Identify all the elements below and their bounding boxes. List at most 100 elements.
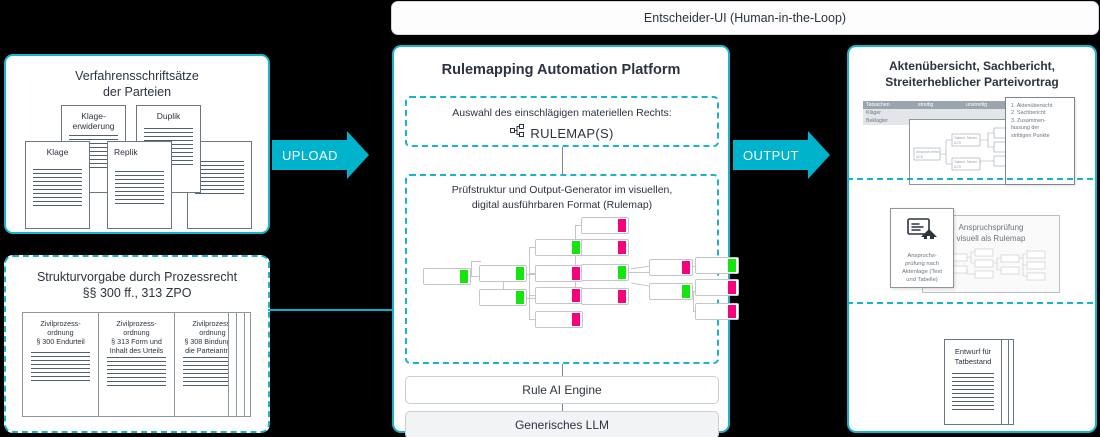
output-divider-1 (847, 178, 1093, 180)
table-header-tatsachen: Tatsachen (863, 101, 915, 109)
tree-node[interactable] (423, 268, 471, 285)
platform-panel: Rulemapping Automation Platform Auswahl … (392, 45, 739, 437)
generic-llm-box[interactable]: Generisches LLM (405, 411, 719, 437)
icon-card-caption: Anspruchs- prüfung nach Aktenlage (Text … (897, 252, 947, 284)
tree-node[interactable] (581, 264, 629, 281)
generator-box-text: Prüfstruktur und Output-Generator im vis… (407, 183, 717, 213)
selection-box-text: Auswahl des einschlägigen materiellen Re… (452, 107, 672, 119)
document-title-klage: Klage (46, 147, 69, 157)
tree-node[interactable] (649, 283, 693, 300)
document-replik[interactable]: Replik (107, 141, 172, 229)
node-stripe-green (728, 259, 736, 272)
book-edge-2 (236, 312, 245, 417)
output-arrow-head (807, 131, 830, 179)
tree-node[interactable] (535, 311, 583, 328)
tree-node[interactable] (695, 279, 739, 296)
law-panel-title: Strukturvorgabe durch Prozessrecht §§ 30… (6, 269, 268, 301)
rulemap-tree[interactable] (411, 214, 739, 354)
svg-text:ACD: ACD (954, 165, 962, 169)
node-stripe-green (460, 270, 468, 283)
tree-node[interactable] (581, 239, 629, 256)
tree-node[interactable] (695, 303, 739, 320)
output-section-1-title-line2: Streiterheblicher Parteivortrag (885, 75, 1059, 89)
book-page-lines (107, 357, 166, 386)
upload-arrow-shaft: UPLOAD (272, 140, 347, 170)
generic-llm-label: Generisches LLM (514, 418, 610, 432)
output-section-1-title-line1: Aktenübersicht, Sachbericht, (888, 59, 1056, 73)
rulemap-card-caption-line1: Anspruchsprüfung (958, 223, 1024, 232)
rule-ai-engine-label: Rule AI Engine (522, 383, 602, 397)
banner-label: Entscheider-UI (Human-in-the-Loop) (643, 11, 847, 25)
rulemap-generator-box[interactable]: Prüfstruktur und Output-Generator im vis… (405, 174, 739, 364)
rulemap-card-caption: Anspruchsprüfung visuell als Rulemap (923, 216, 1059, 244)
upload-arrow-label: UPLOAD (282, 147, 338, 163)
tatbestand-doc-stack[interactable]: Entwurf für Tatbestand (944, 339, 1016, 427)
table-header-unstreitig: unstreitig (963, 101, 1011, 109)
generator-line2: digital ausführbaren Format (Rulemap) (471, 199, 653, 211)
book-page-300[interactable]: Zivilprozess-ordnung§ 300 Endurteil (22, 312, 99, 417)
output-arrow-label: OUTPUT (743, 147, 799, 163)
tree-node[interactable] (535, 287, 583, 304)
rulemap-selection-box[interactable]: Auswahl des einschlägigen materiellen Re… (405, 96, 719, 147)
tree-node[interactable] (581, 217, 629, 234)
node-stripe-magenta (572, 267, 580, 280)
node-stripe-magenta (728, 305, 736, 318)
output-note[interactable]: 1. Aktenübersicht 2. Sachbericht 3. Zusa… (1005, 97, 1075, 185)
output-divider-2 (847, 302, 1093, 304)
table-cell-klaeger: Kläger (863, 109, 915, 117)
sitemap-icon (510, 124, 525, 142)
upload-arrow: UPLOAD (272, 131, 369, 179)
input-panel-title-line1: Verfahrensschriftsätze (75, 69, 199, 83)
rulemap-badge-label: RULEMAP(S) (530, 125, 614, 141)
icon-card-caption-line2: prüfung nach (905, 261, 939, 267)
node-stripe-magenta (618, 241, 626, 254)
input-documents-panel: Verfahrensschriftsätze der Parteien Dupl… (4, 54, 270, 234)
tatbestand-doc-title-line2: Tatbestand (954, 356, 992, 366)
tatbestand-doc-front[interactable]: Entwurf für Tatbestand (944, 339, 1002, 425)
svg-text:ACD: ACD (954, 141, 962, 145)
engine-llm-connector (562, 404, 563, 413)
document-lines (69, 135, 118, 168)
platform-title: Rulemapping Automation Platform (441, 62, 681, 78)
tree-node[interactable] (535, 239, 583, 256)
anspruchspruefung-text-card[interactable]: Anspruchs- prüfung nach Aktenlage (Text … (890, 208, 954, 288)
table-row[interactable]: Kläger (863, 109, 1011, 117)
upload-arrow-head (346, 131, 369, 179)
note-line-3: 3. Zusammen- (1011, 117, 1046, 124)
rulemap-card-caption-line2: visuell als Rulemap (956, 234, 1026, 243)
svg-text:Tatbest. Merkm.: Tatbest. Merkm. (954, 136, 978, 140)
tree-node[interactable] (479, 289, 527, 306)
note-line-5: strittigen Punkte (1011, 132, 1050, 139)
tree-node[interactable] (535, 265, 583, 282)
generator-line1: Prüfstruktur und Output-Generator im vis… (451, 184, 673, 196)
rulemap-badge[interactable]: RULEMAP(S) (407, 124, 717, 142)
table-cell-beklagter: Beklagter (863, 117, 915, 125)
tree-node[interactable] (695, 257, 739, 274)
note-line-2: 2. Sachbericht (1011, 110, 1046, 117)
tatbestand-doc-lines (952, 373, 994, 410)
tree-node[interactable] (649, 259, 693, 276)
node-stripe-magenta (618, 290, 626, 303)
node-stripe-green (572, 241, 580, 254)
document-klage[interactable]: Klage (25, 141, 90, 229)
note-line-1: 1. Aktenübersicht (1011, 103, 1053, 109)
document-stack: Duplik Klage-erwiderung Replik (6, 56, 272, 236)
input-panel-title: Verfahrensschriftsätze der Parteien (6, 68, 268, 100)
svg-text:ACD: ACD (916, 155, 924, 159)
rule-ai-engine-box[interactable]: Rule AI Engine (405, 376, 719, 404)
rulemap-card-graphic (924, 248, 1046, 281)
book-page-lines (31, 352, 90, 381)
node-stripe-green (682, 285, 690, 298)
law-panel-title-line2: §§ 300 ff., 313 ZPO (82, 286, 192, 300)
generator-engine-connector (562, 364, 563, 376)
node-stripe-magenta (618, 219, 626, 232)
output-section-1-title: Aktenübersicht, Sachbericht, Streiterheb… (849, 58, 1095, 90)
document-title-duplik: Duplik (156, 111, 181, 121)
tree-node[interactable] (581, 288, 629, 305)
tree-node[interactable] (479, 265, 527, 282)
document-lines (115, 171, 164, 204)
table-cell (963, 109, 1011, 117)
selection-generator-connector (562, 147, 563, 175)
